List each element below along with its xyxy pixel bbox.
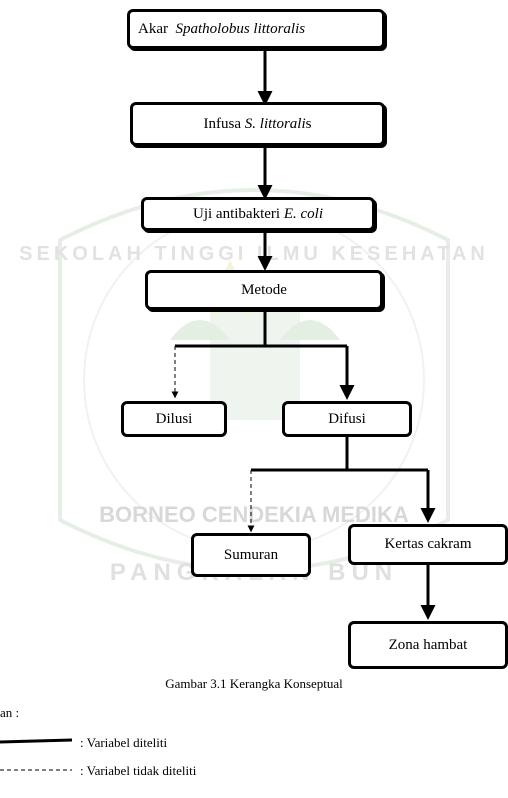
node-infusa-italic: S. littorali (244, 115, 306, 132)
legend-dashed-label: : Variabel tidak diteliti (80, 763, 197, 778)
node-kertas: Kertas cakram (348, 524, 508, 565)
node-uji-prefix: Uji antibakteri (193, 205, 284, 222)
node-metode: Metode (145, 270, 383, 310)
legend-solid-label: : Variabel diteliti (80, 735, 168, 750)
node-kertas-label: Kertas cakram (384, 536, 472, 552)
node-dilusi-label: Dilusi (155, 410, 193, 427)
node-sumuran: Sumuran (191, 533, 311, 577)
node-infusa-suffix: s (305, 115, 312, 132)
node-metode-label: Metode (241, 281, 287, 298)
node-zona: Zona hambat (348, 621, 508, 669)
node-dilusi: Dilusi (121, 401, 227, 437)
node-sumuran-label: Sumuran (223, 546, 279, 563)
node-akar-italic: Spatholobus littoralis (175, 20, 306, 37)
node-uji: Uji antibakteri E. coli (141, 197, 375, 231)
node-akar: Akar Spatholobus littoralis (127, 9, 385, 49)
node-difusi-label: Difusi (328, 410, 366, 427)
node-akar-prefix: Akar (138, 20, 176, 37)
node-uji-italic: E. coli (283, 205, 323, 222)
legend-title: an : (0, 705, 20, 720)
legend-solid-line (0, 738, 73, 744)
node-zona-label: Zona hambat (388, 636, 468, 653)
figure-caption: Gambar 3.1 Kerangka Konseptual (165, 676, 343, 691)
node-infusa-prefix: Infusa (203, 115, 245, 132)
node-difusi: Difusi (282, 401, 412, 437)
